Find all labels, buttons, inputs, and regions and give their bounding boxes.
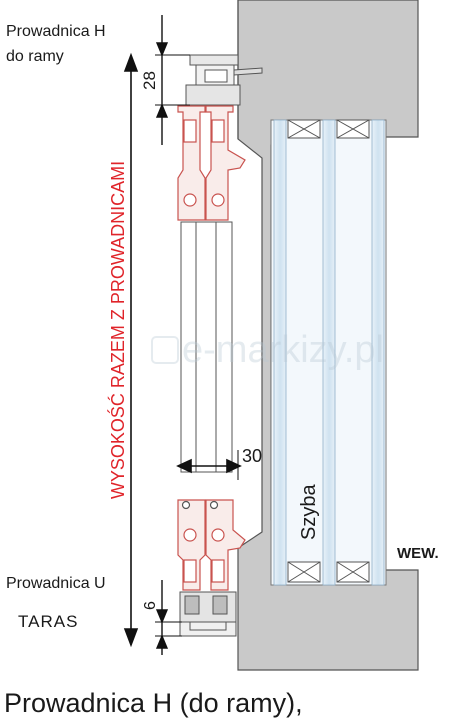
caption: Prowadnica H (do ramy), [4, 688, 303, 718]
top-guide-h [185, 10, 263, 106]
overall-height-label: WYSOKOŚĆ RAZEM Z PROWADNICAMI [107, 161, 128, 499]
label-guide-h-line1: Prowadnica H [6, 23, 106, 40]
sash-middle-frame [180, 221, 233, 473]
watermark-text: e-markizy.pl [182, 329, 384, 371]
label-guide-u: Prowadnica U [6, 575, 106, 592]
dim-30-label: 30 [242, 446, 262, 466]
dimension-28 [155, 15, 190, 145]
bottom-guide-u [179, 591, 237, 637]
glass-unit [270, 119, 387, 586]
dimension-30 [176, 450, 242, 480]
inside-label: WEW. [397, 545, 439, 562]
overall-height-arrow [123, 52, 139, 648]
watermark: e-markizy.pl [151, 329, 384, 371]
dimension-6 [155, 580, 182, 655]
dim-28-label: 28 [140, 71, 159, 90]
top-sash-profiles [177, 105, 246, 233]
bottom-sash-profiles [177, 499, 246, 591]
glass-label: Szyba [298, 484, 320, 540]
label-terrace: TARAS [18, 612, 78, 631]
dim-6-label: 6 [142, 601, 159, 610]
label-guide-h-line2: do ramy [6, 48, 64, 65]
